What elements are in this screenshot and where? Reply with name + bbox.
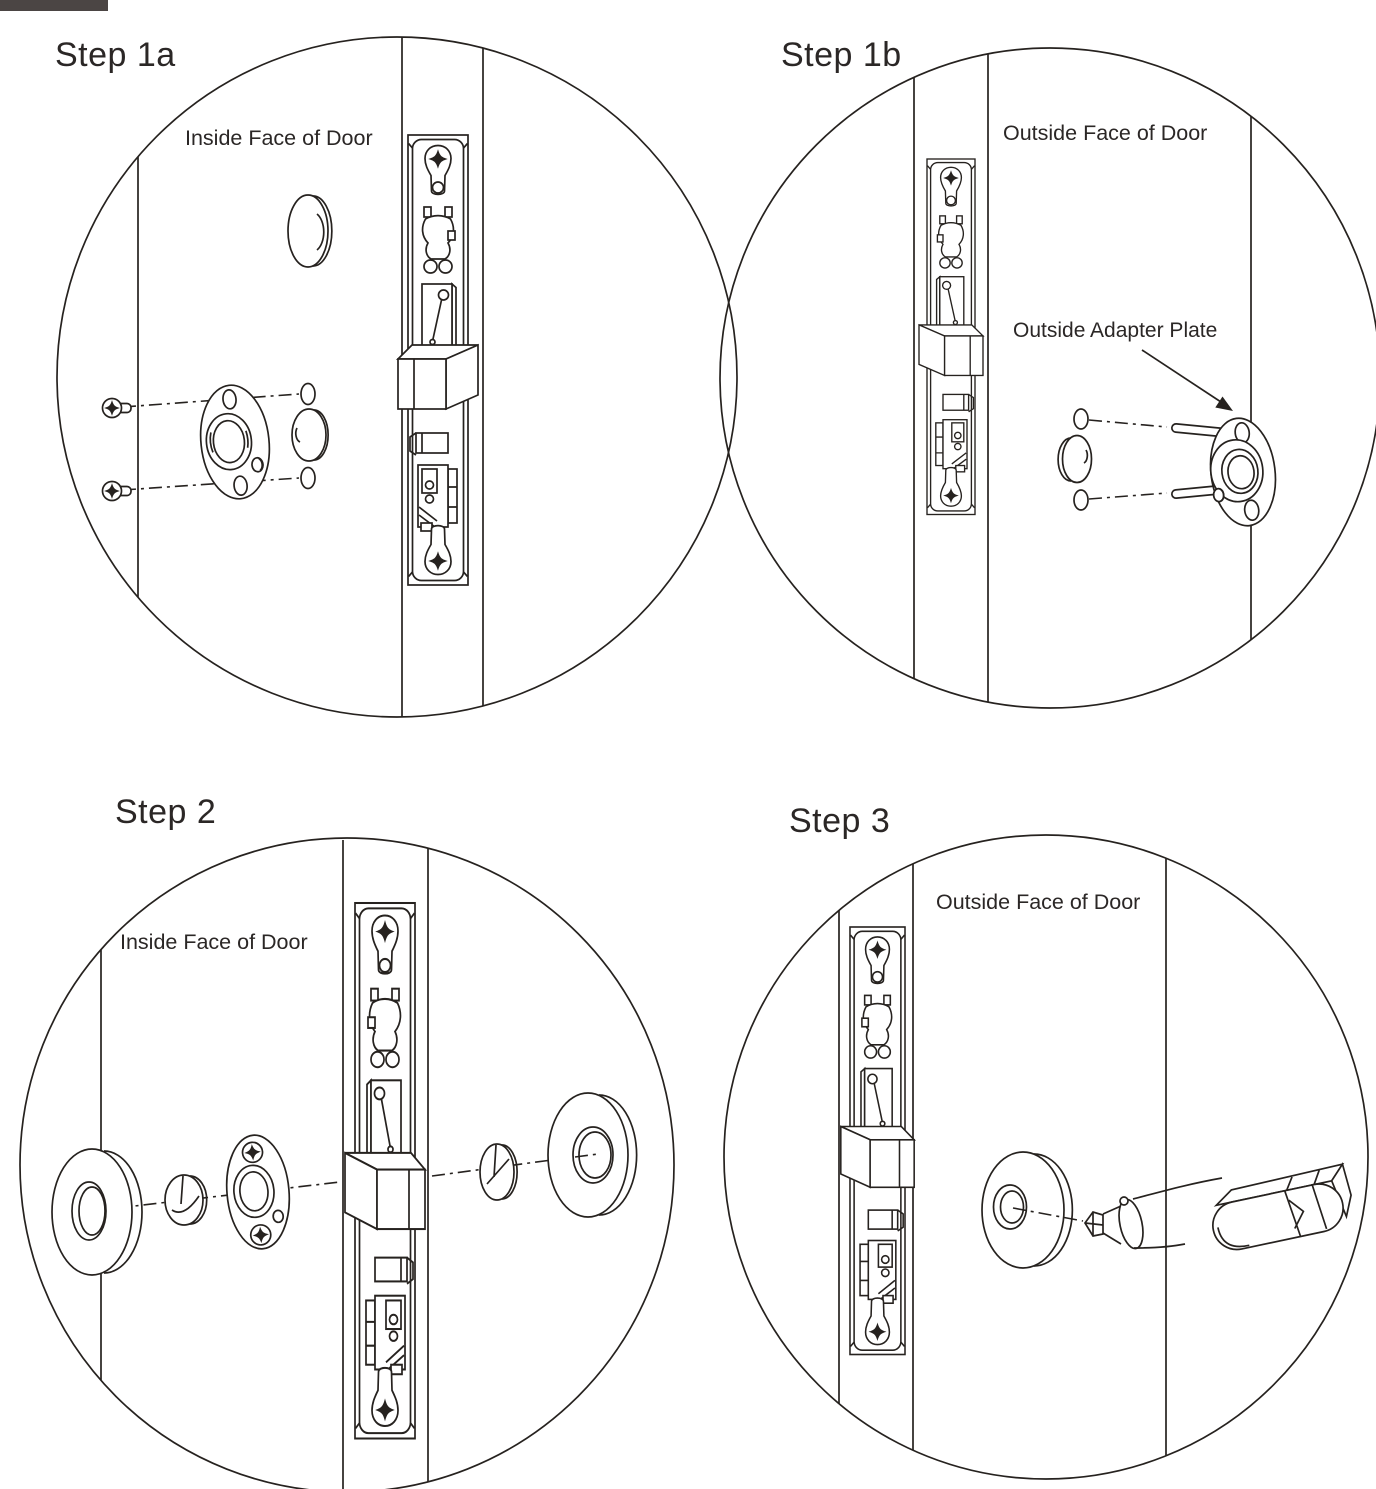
step-1b-diagram xyxy=(719,47,1376,709)
cylinder-cap xyxy=(479,1143,518,1201)
mortise-lock xyxy=(398,135,478,585)
step-2-face-label: Inside Face of Door xyxy=(120,930,308,954)
upper-door-hole xyxy=(287,194,333,268)
step-3-face-label: Outside Face of Door xyxy=(936,890,1141,914)
door-holes xyxy=(1057,408,1093,511)
door-panel-lines xyxy=(913,48,1252,708)
turnpiece-cap xyxy=(164,1174,208,1226)
step-2-title: Step 2 xyxy=(115,793,217,831)
step-3-title: Step 3 xyxy=(789,802,891,840)
step-1a-title: Step 1a xyxy=(55,36,176,74)
outside-rose xyxy=(981,1151,1074,1269)
mortise-lock xyxy=(841,927,914,1355)
mortise-lock xyxy=(919,159,983,515)
step-1b-circle xyxy=(719,47,1376,709)
step-1a-diagram xyxy=(56,36,738,718)
mortise-lock xyxy=(345,903,425,1439)
step-2-circle xyxy=(19,837,675,1489)
screw xyxy=(101,397,132,419)
mounting-screws xyxy=(101,393,300,502)
step-3-circle xyxy=(723,834,1369,1480)
alignment-line xyxy=(1012,1207,1084,1222)
page-corner-tab xyxy=(0,0,108,11)
callout-arrow xyxy=(1141,349,1233,411)
inside-rose xyxy=(51,1148,143,1276)
step-1b-face-label: Outside Face of Door xyxy=(1003,121,1208,145)
step-1b-title: Step 1b xyxy=(781,36,902,74)
step-2-diagram xyxy=(19,837,675,1489)
outside-rose xyxy=(547,1092,638,1218)
screw xyxy=(101,480,132,502)
inside-adapter-plate xyxy=(225,1134,291,1250)
lever-handle xyxy=(1083,1162,1352,1251)
outside-adapter-plate-callout: Outside Adapter Plate xyxy=(1013,319,1218,342)
door-holes xyxy=(291,382,329,490)
step-1a-face-label: Inside Face of Door xyxy=(185,126,373,150)
outside-adapter-plate xyxy=(1209,417,1277,527)
inside-adapter-plate xyxy=(199,384,271,500)
step-1a-circle xyxy=(56,36,738,718)
alignment-lines xyxy=(1088,419,1168,500)
step-3-diagram xyxy=(723,834,1369,1480)
